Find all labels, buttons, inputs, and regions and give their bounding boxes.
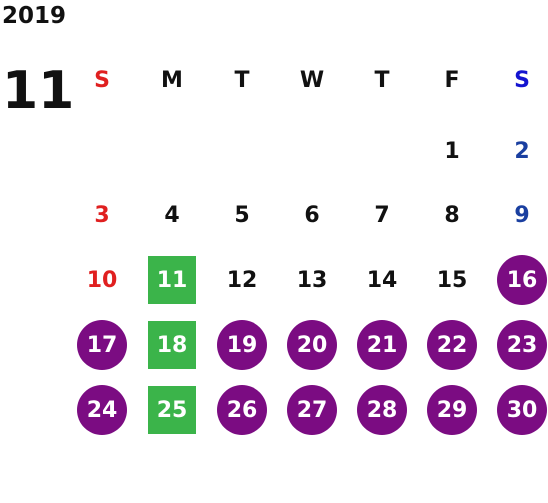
day-cell-7[interactable]: 7 (374, 202, 390, 228)
day-cell-8[interactable]: 8 (444, 202, 460, 228)
day-cell-5[interactable]: 5 (234, 202, 250, 228)
day-cell-13[interactable]: 13 (296, 267, 328, 293)
day-cell-17[interactable]: 17 (77, 320, 127, 370)
day-cell-10[interactable]: 10 (86, 267, 118, 293)
weekday-header-friday: F (444, 67, 460, 93)
weekday-header-thursday: T (374, 67, 390, 93)
day-cell-2[interactable]: 2 (514, 138, 530, 164)
day-cell-4[interactable]: 4 (164, 202, 180, 228)
day-cell-11[interactable]: 11 (148, 256, 196, 304)
weekday-header-wednesday: W (299, 67, 325, 93)
day-cell-26[interactable]: 26 (217, 385, 267, 435)
day-cell-30[interactable]: 30 (497, 385, 547, 435)
day-cell-15[interactable]: 15 (436, 267, 468, 293)
day-cell-16[interactable]: 16 (497, 255, 547, 305)
weekday-header-monday: M (161, 67, 183, 93)
day-cell-18[interactable]: 18 (148, 321, 196, 369)
day-cell-6[interactable]: 6 (304, 202, 320, 228)
month-label: 11 (2, 61, 75, 121)
year-label: 2019 (2, 3, 67, 29)
day-cell-24[interactable]: 24 (77, 385, 127, 435)
day-cell-29[interactable]: 29 (427, 385, 477, 435)
day-cell-19[interactable]: 19 (217, 320, 267, 370)
day-cell-25[interactable]: 25 (148, 386, 196, 434)
weekday-header-tuesday: T (234, 67, 250, 93)
day-cell-3[interactable]: 3 (94, 202, 110, 228)
day-cell-20[interactable]: 20 (287, 320, 337, 370)
day-cell-22[interactable]: 22 (427, 320, 477, 370)
day-cell-28[interactable]: 28 (357, 385, 407, 435)
day-cell-12[interactable]: 12 (226, 267, 258, 293)
weekday-header-saturday: S (514, 67, 530, 93)
day-cell-27[interactable]: 27 (287, 385, 337, 435)
weekday-header-sunday: S (94, 67, 110, 93)
day-cell-1[interactable]: 1 (444, 138, 460, 164)
day-cell-23[interactable]: 23 (497, 320, 547, 370)
day-cell-21[interactable]: 21 (357, 320, 407, 370)
day-cell-9[interactable]: 9 (514, 202, 530, 228)
day-cell-14[interactable]: 14 (366, 267, 398, 293)
